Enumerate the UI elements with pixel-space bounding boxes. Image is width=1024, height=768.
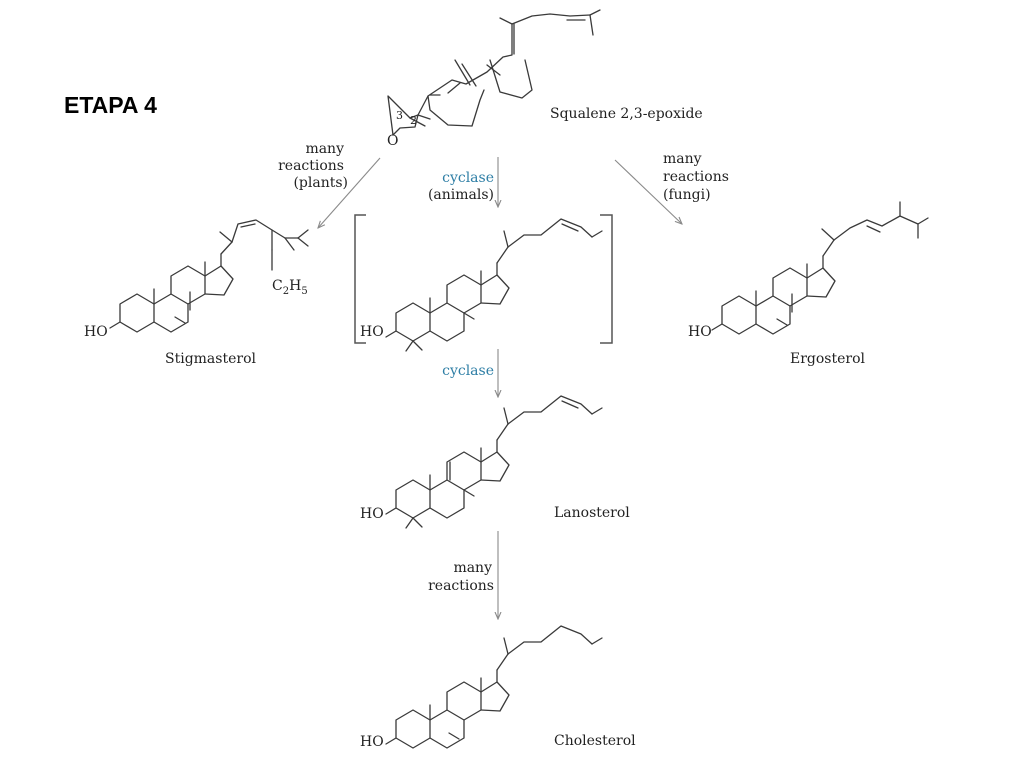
epoxide-c2-label: 2	[410, 114, 417, 127]
fungi-label-line2: reactions	[663, 169, 729, 185]
lanosterol-structure	[385, 395, 603, 529]
cyclase-label: cyclase	[442, 170, 494, 186]
ergosterol-structure	[711, 201, 929, 335]
cholesterol-structure	[385, 625, 603, 749]
many-reactions-line2: reactions	[428, 578, 494, 594]
stigmasterol-structure	[109, 219, 309, 333]
left-bracket	[354, 214, 366, 344]
stigmasterol-label: Stigmasterol	[165, 351, 256, 367]
cholesterol-ho: HO	[360, 734, 384, 750]
protosterol-cation-structure	[385, 218, 603, 352]
plants-label-line1: many	[305, 141, 344, 157]
fungi-label-line1: many	[663, 151, 702, 167]
arrow-to-stigmasterol	[318, 157, 381, 228]
animals-label: (animals)	[428, 187, 494, 203]
cyclase-label-2: cyclase	[442, 363, 494, 379]
many-reactions-line1: many	[453, 560, 492, 576]
stigmasterol-ho: HO	[84, 324, 108, 340]
epoxide-oxygen-label: O	[387, 133, 398, 149]
ergosterol-ho: HO	[688, 324, 712, 340]
slide-title: ETAPA 4	[64, 92, 157, 118]
plants-label-line2: reactions	[278, 158, 344, 174]
lanosterol-ho: HO	[360, 506, 384, 522]
lanosterol-label: Lanosterol	[554, 505, 630, 521]
right-bracket	[600, 214, 613, 344]
arrow-to-ergosterol	[614, 159, 682, 224]
squalene-epoxide-structure: 3 2 O	[387, 9, 601, 149]
epoxide-c3-label: 3	[396, 109, 403, 122]
stigmasterol-ethyl: C2H5	[272, 278, 308, 297]
ergosterol-label: Ergosterol	[790, 351, 866, 367]
fungi-label-line3: (fungi)	[663, 187, 711, 203]
squalene-epoxide-label: Squalene 2,3-epoxide	[550, 106, 703, 122]
cholesterol-label: Cholesterol	[554, 733, 636, 749]
plants-label-line3: (plants)	[293, 175, 348, 191]
protosterol-ho: HO	[360, 324, 384, 340]
